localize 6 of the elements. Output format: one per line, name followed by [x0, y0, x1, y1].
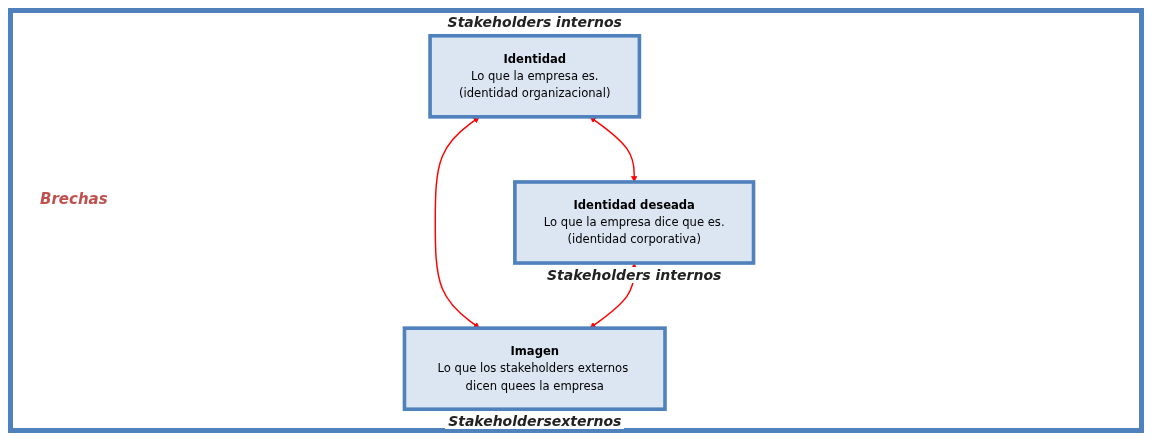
node-caption: Stakeholders internos: [444, 13, 625, 30]
concept-box: Imagen Lo que los stakeholders externos dicen quees la empresa: [402, 326, 667, 411]
note-text: Brechas: [40, 190, 108, 208]
concept-box: Identidad deseada Lo que la empresa dice que es. (identidad corporativa): [513, 180, 756, 265]
concept-box: Identidad Lo que la empresa es. (identidad organizacional): [428, 34, 642, 119]
node-caption: Stakeholdersexternos: [445, 413, 625, 430]
